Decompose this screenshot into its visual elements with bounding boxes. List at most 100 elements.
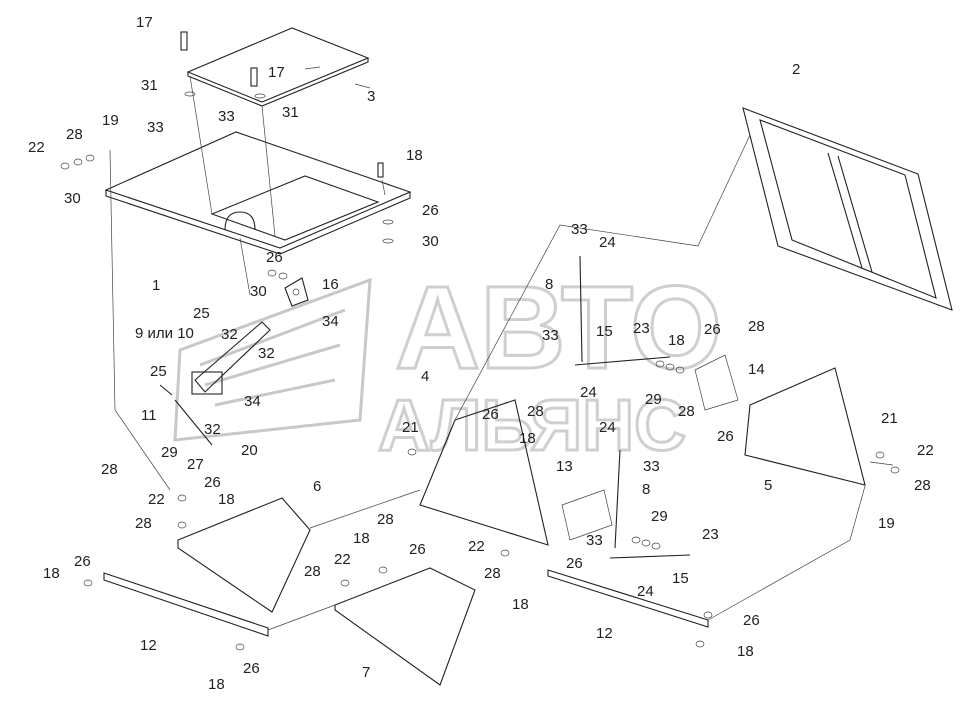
callout-32: 32 — [221, 326, 238, 343]
callout-24: 24 — [599, 419, 616, 436]
callout-18: 18 — [668, 332, 685, 349]
callout-30: 30 — [250, 283, 267, 300]
callout-26: 26 — [204, 474, 221, 491]
callout-17: 17 — [268, 64, 285, 81]
callout-7: 7 — [362, 664, 370, 681]
callout-28: 28 — [527, 403, 544, 420]
callout-23: 23 — [702, 526, 719, 543]
callout-28: 28 — [377, 511, 394, 528]
watermark-logo: АВТО АЛЬЯНС — [173, 261, 723, 468]
callout-13: 13 — [556, 458, 573, 475]
callout-3: 3 — [367, 88, 375, 105]
callout-28: 28 — [304, 563, 321, 580]
callout-28: 28 — [66, 126, 83, 143]
rods — [574, 255, 691, 559]
callout-18: 18 — [218, 491, 235, 508]
callout-labels: 17 17 3 31 33 31 33 19 28 22 30 18 26 30… — [28, 14, 934, 693]
part-1-top-plate — [104, 131, 412, 255]
callout-28: 28 — [135, 515, 152, 532]
part-16-bracket — [284, 277, 309, 307]
callout-24: 24 — [637, 583, 654, 600]
part-6-panel — [177, 497, 311, 613]
callout-30: 30 — [422, 233, 439, 250]
callout-18: 18 — [406, 147, 423, 164]
callout-26: 26 — [482, 406, 499, 423]
callout-8: 8 — [545, 276, 553, 293]
callout-25: 25 — [150, 363, 167, 380]
callout-29: 29 — [645, 391, 662, 408]
callout-16: 16 — [322, 276, 339, 293]
callout-34: 34 — [244, 393, 261, 410]
callout-4: 4 — [421, 368, 429, 385]
callout-26: 26 — [743, 612, 760, 629]
callout-18: 18 — [512, 596, 529, 613]
callout-22: 22 — [917, 442, 934, 459]
callout-29: 29 — [161, 444, 178, 461]
callout-26: 26 — [704, 321, 721, 338]
callout-28: 28 — [748, 318, 765, 335]
callout-29: 29 — [651, 508, 668, 525]
callout-15: 15 — [672, 570, 689, 587]
callout-19: 19 — [102, 112, 119, 129]
callout-20: 20 — [241, 442, 258, 459]
callout-26: 26 — [266, 249, 283, 266]
callout-1: 1 — [152, 277, 160, 294]
callout-11: 11 — [141, 407, 157, 424]
callout-30: 30 — [64, 190, 81, 207]
callout-33: 33 — [542, 327, 559, 344]
part-7-panel — [334, 567, 476, 686]
callout-26: 26 — [566, 555, 583, 572]
part-5-side-panel — [694, 354, 866, 486]
callout-27: 27 — [187, 456, 204, 473]
callout-24: 24 — [580, 384, 597, 401]
callout-33: 33 — [571, 221, 588, 238]
callout-18: 18 — [519, 430, 536, 447]
callout-22: 22 — [28, 139, 45, 156]
watermark-line1: АВТО — [395, 262, 722, 394]
callout-26: 26 — [717, 428, 734, 445]
callout-33: 33 — [586, 532, 603, 549]
callout-17: 17 — [136, 14, 153, 31]
callout-18: 18 — [43, 565, 60, 582]
callout-15: 15 — [596, 323, 613, 340]
callout-21: 21 — [881, 410, 898, 427]
callout-2: 2 — [792, 61, 800, 78]
callout-25: 25 — [193, 305, 210, 322]
callout-22: 22 — [468, 538, 485, 555]
callout-26: 26 — [422, 202, 439, 219]
part-12-bars — [103, 569, 709, 637]
callout-28: 28 — [914, 477, 931, 494]
callout-6: 6 — [313, 478, 321, 495]
watermark-line2: АЛЬЯНС — [378, 386, 686, 466]
callout-22: 22 — [334, 551, 351, 568]
callout-18: 18 — [737, 643, 754, 660]
part-4-side-panel — [419, 399, 613, 546]
callout-18: 18 — [208, 676, 225, 693]
callout-19: 19 — [878, 515, 895, 532]
callout-26: 26 — [409, 541, 426, 558]
callout-28: 28 — [101, 461, 118, 478]
part-9-10-mechanism — [159, 321, 271, 446]
callout-34: 34 — [322, 313, 339, 330]
callout-5: 5 — [764, 477, 772, 494]
callout-14: 14 — [748, 361, 765, 378]
callout-28: 28 — [678, 403, 695, 420]
callout-33: 33 — [218, 108, 235, 125]
callout-8: 8 — [642, 481, 650, 498]
callout-33: 33 — [147, 119, 164, 136]
callout-21: 21 — [402, 419, 419, 436]
part-2-frame — [742, 107, 953, 311]
callout-23: 23 — [633, 320, 650, 337]
callout-26: 26 — [243, 660, 260, 677]
callout-32: 32 — [258, 345, 275, 362]
leader-lines — [109, 66, 894, 631]
callout-31: 31 — [282, 104, 299, 121]
callout-24: 24 — [599, 234, 616, 251]
callout-28: 28 — [484, 565, 501, 582]
callout-32: 32 — [204, 421, 221, 438]
callout-12: 12 — [596, 625, 613, 642]
callout-9-or-10: 9 или 10 — [135, 325, 194, 342]
callout-26: 26 — [74, 553, 91, 570]
